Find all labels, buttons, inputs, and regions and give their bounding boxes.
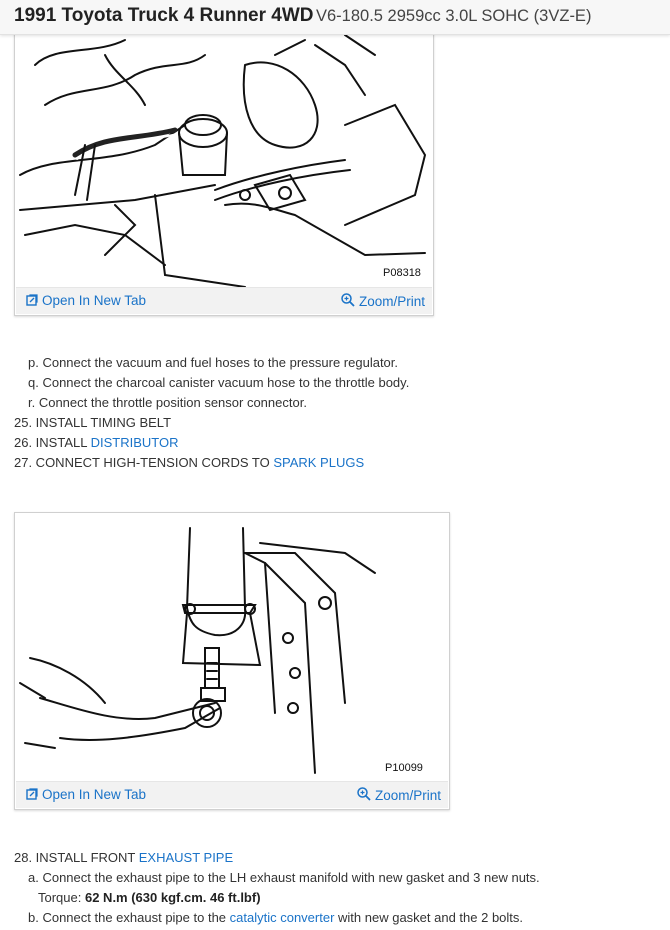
step-28: 28. INSTALL FRONT EXHAUST PIPE <box>14 850 233 865</box>
open-in-new-tab-link[interactable]: Open In New Tab <box>26 787 146 802</box>
figure-exhaust-pipe: P10099 Open In New Tab Zoom/Print <box>14 512 450 810</box>
step-27-text: 27. CONNECT HIGH-TENSION CORDS TO <box>14 455 274 470</box>
step-28b: b. Connect the exhaust pipe to the catal… <box>28 910 523 925</box>
figure-id: P08318 <box>383 267 421 279</box>
zoom-print-link[interactable]: Zoom/Print <box>341 293 425 309</box>
zoom-print-label: Zoom/Print <box>358 294 425 309</box>
step-28-text: 28. INSTALL FRONT <box>14 850 139 865</box>
spark-plugs-link[interactable]: SPARK PLUGS <box>273 455 365 470</box>
torque-label: Torque: <box>38 890 85 905</box>
open-in-new-tab-link[interactable]: Open In New Tab <box>26 293 146 308</box>
vehicle-title: 1991 Toyota Truck 4 Runner 4WD <box>14 5 314 26</box>
figure-illustration <box>19 527 376 774</box>
zoom-print-link[interactable]: Zoom/Print <box>357 787 441 803</box>
step-r: r. Connect the throttle position sensor … <box>28 395 307 410</box>
step-26: 26. INSTALL DISTRIBUTOR <box>14 435 178 450</box>
step-p: p. Connect the vacuum and fuel hoses to … <box>28 355 399 370</box>
step-27: 27. CONNECT HIGH-TENSION CORDS TO SPARK … <box>14 455 364 470</box>
page-header: 1991 Toyota Truck 4 Runner 4WD V6-180.5 … <box>0 0 670 35</box>
open-in-new-tab-label: Open In New Tab <box>42 293 147 308</box>
distributor-link[interactable]: DISTRIBUTOR <box>90 435 179 450</box>
figure-illustration <box>19 34 427 287</box>
step-28b-suffix: with new gasket and the 2 bolts. <box>334 910 524 925</box>
open-in-new-tab-icon <box>26 294 38 306</box>
exhaust-pipe-link[interactable]: EXHAUST PIPE <box>138 850 234 865</box>
catalytic-converter-link[interactable]: catalytic converter <box>229 910 335 925</box>
zoom-print-label: Zoom/Print <box>374 788 441 803</box>
zoom-icon <box>341 293 355 307</box>
torque-value: 62 N.m (630 kgf.cm. 46 ft.lbf) <box>84 890 261 905</box>
step-q: q. Connect the charcoal canister vacuum … <box>28 375 410 390</box>
step-25: 25. INSTALL TIMING BELT <box>14 415 172 430</box>
torque-spec: Torque: 62 N.m (630 kgf.cm. 46 ft.lbf) <box>38 890 261 905</box>
figure-toolbar: Open In New Tab Zoom/Print <box>16 287 432 314</box>
engine-spec: V6-180.5 2959cc 3.0L SOHC (3VZ-E) <box>316 7 592 25</box>
figure-id: P10099 <box>385 762 423 774</box>
step-28b-text: b. Connect the exhaust pipe to the <box>28 910 230 925</box>
open-in-new-tab-label: Open In New Tab <box>42 787 147 802</box>
step-28a: a. Connect the exhaust pipe to the LH ex… <box>28 870 540 885</box>
open-in-new-tab-icon <box>26 788 38 800</box>
figure-throttle-body: P08318 Open In New Tab Zoom/Print <box>14 24 434 316</box>
step-26-text: 26. INSTALL <box>14 435 91 450</box>
zoom-icon <box>357 787 371 801</box>
figure-toolbar: Open In New Tab Zoom/Print <box>16 781 448 808</box>
